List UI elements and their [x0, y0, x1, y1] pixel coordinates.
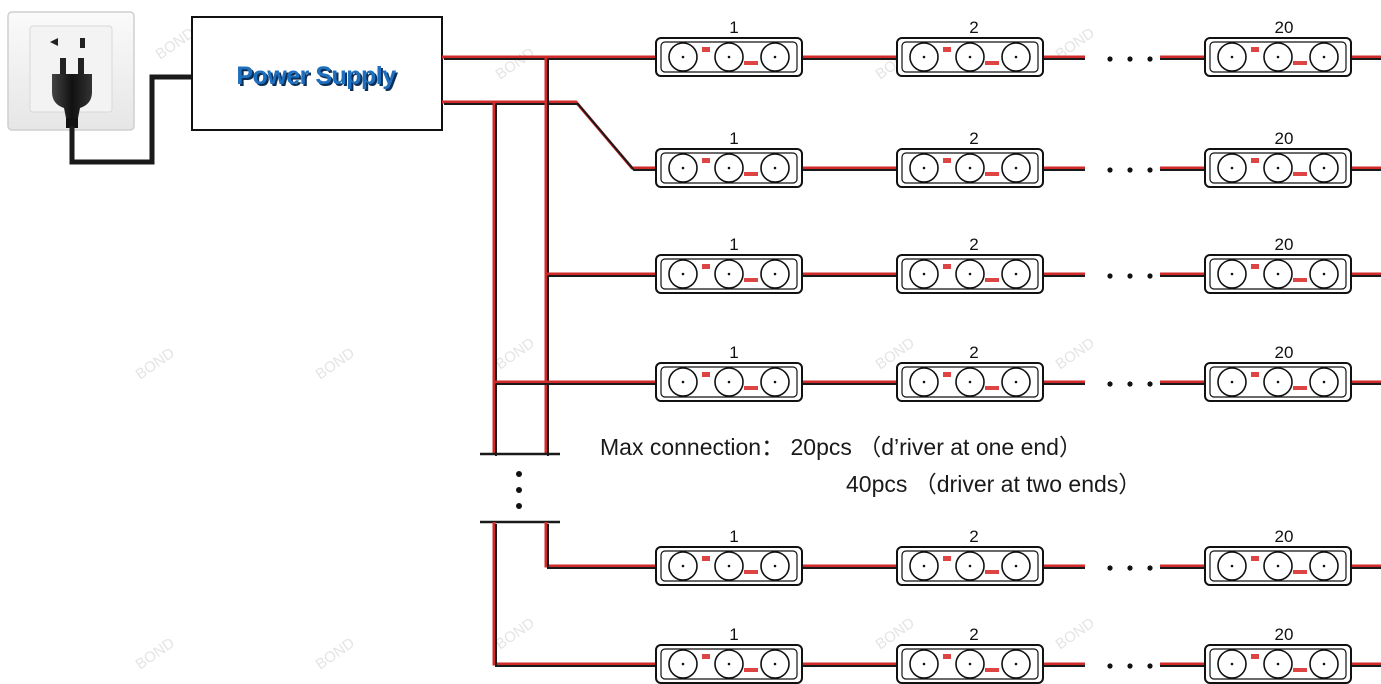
- module-number-label: 20: [1275, 625, 1294, 644]
- led-module-icon: [655, 37, 803, 77]
- bus-row5: [544, 522, 658, 569]
- watermark-text: BOND: [493, 44, 538, 83]
- bus-row6: [492, 522, 658, 667]
- module-number-label: 20: [1275, 235, 1294, 254]
- max-connection-note-line1: Max connection： 20pcs （d’river at one en…: [600, 434, 1082, 460]
- vertical-ellipsis: [516, 471, 522, 509]
- led-string-row: 1 2 20: [655, 625, 1381, 684]
- ellipsis-dot: [1127, 565, 1133, 571]
- module-number-label: 2: [969, 235, 978, 254]
- led-module-icon: [1204, 546, 1352, 586]
- max-connection-note-line2: 40pcs （driver at two ends）: [846, 471, 1142, 497]
- ellipsis-dot: [1107, 167, 1113, 173]
- ellipsis-dot: [1107, 273, 1113, 279]
- led-string-row: 1 2 20: [655, 527, 1381, 586]
- led-module-icon: [1204, 362, 1352, 402]
- led-module-icon: [896, 254, 1044, 294]
- module-number-label: 1: [729, 129, 738, 148]
- led-string-row: 1 2 20: [655, 129, 1381, 188]
- ellipsis-dot: [1147, 56, 1153, 62]
- watermark-text: BOND: [1053, 614, 1098, 653]
- ellipsis-dot: [1147, 381, 1153, 387]
- led-module-icon: [896, 148, 1044, 188]
- module-number-label: 2: [969, 625, 978, 644]
- led-module-icon: [896, 362, 1044, 402]
- module-number-label: 2: [969, 18, 978, 37]
- led-module-icon: [896, 37, 1044, 77]
- bus-row2: [442, 100, 658, 171]
- led-string-row: 1 2 20: [655, 235, 1381, 294]
- watermark-text: BOND: [313, 634, 358, 673]
- led-module-icon: [896, 546, 1044, 586]
- module-number-label: 1: [729, 18, 738, 37]
- module-number-label: 1: [729, 625, 738, 644]
- power-cord: [69, 74, 192, 165]
- power-supply-label: Power Supply: [236, 62, 396, 90]
- led-string-row: 1 2 20: [655, 18, 1381, 77]
- ellipsis-dot: [1107, 663, 1113, 669]
- ellipsis-dot: [1107, 381, 1113, 387]
- ellipsis-dot: [1107, 565, 1113, 571]
- module-number-label: 20: [1275, 18, 1294, 37]
- module-number-label: 20: [1275, 343, 1294, 362]
- led-string-row: 1 2 20: [655, 343, 1381, 402]
- ellipsis-dot: [1127, 273, 1133, 279]
- power-supply-box: Power Supply Power Supply: [191, 16, 443, 131]
- bus-row4: [494, 380, 658, 385]
- ellipsis-dot: [1107, 56, 1113, 62]
- led-module-icon: [896, 644, 1044, 684]
- watermark-text: BOND: [1053, 334, 1098, 373]
- ellipsis-dot: [1147, 565, 1153, 571]
- ellipsis-dot: [1147, 273, 1153, 279]
- led-module-icon: [1204, 37, 1352, 77]
- bus-wires: [442, 55, 658, 667]
- ellipsis-dot: [1147, 663, 1153, 669]
- module-number-label: 20: [1275, 527, 1294, 546]
- module-number-label: 20: [1275, 129, 1294, 148]
- module-number-label: 2: [969, 129, 978, 148]
- module-number-label: 2: [969, 527, 978, 546]
- trunk-left: [492, 102, 497, 456]
- module-number-label: 1: [729, 527, 738, 546]
- ellipsis-dot: [1127, 167, 1133, 173]
- bus-row1: [442, 55, 658, 60]
- module-number-label: 2: [969, 343, 978, 362]
- led-strings: 1 2 20 1 2 20 1 2 20 1 2 20 1 2 20 1 2 20: [655, 18, 1381, 684]
- led-module-icon: [655, 546, 803, 586]
- led-module-icon: [655, 254, 803, 294]
- trunk-right: [544, 57, 549, 456]
- bus-row3: [546, 272, 658, 277]
- ellipsis-dot: [1127, 381, 1133, 387]
- led-module-icon: [1204, 644, 1352, 684]
- led-module-icon: [655, 148, 803, 188]
- module-number-label: 1: [729, 235, 738, 254]
- ellipsis-dot: [1147, 167, 1153, 173]
- module-number-label: 1: [729, 343, 738, 362]
- watermark-text: BOND: [133, 344, 178, 383]
- power-supply-label-shadow: Power Supply: [238, 64, 398, 92]
- led-module-icon: [1204, 254, 1352, 294]
- ellipsis-dot: [1127, 56, 1133, 62]
- led-module-icon: [1204, 148, 1352, 188]
- watermark-text: BOND: [313, 344, 358, 383]
- ellipsis-dot: [1127, 663, 1133, 669]
- watermark-text: BOND: [493, 614, 538, 653]
- plug-icon: [52, 58, 92, 128]
- led-module-icon: [655, 644, 803, 684]
- watermark-text: BOND: [133, 634, 178, 673]
- led-module-icon: [655, 362, 803, 402]
- watermark-text: BOND: [493, 334, 538, 373]
